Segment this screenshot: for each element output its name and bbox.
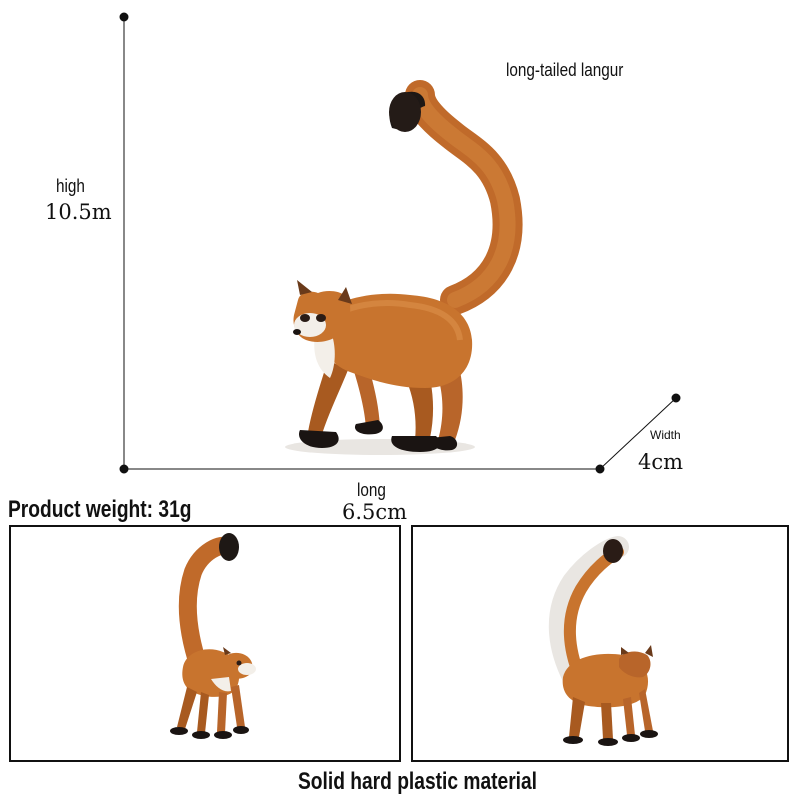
rear-view-panel xyxy=(411,525,789,762)
height-top-dot xyxy=(119,12,129,22)
height-value: 10.5m xyxy=(45,200,112,224)
width-line xyxy=(599,397,677,470)
lemur-side-view xyxy=(170,533,256,739)
height-label: high xyxy=(56,176,85,196)
lemur-rear-view xyxy=(548,536,658,746)
material-caption: Solid hard plastic material xyxy=(298,768,538,795)
length-end-dot xyxy=(595,464,605,474)
lemur-figurine-main xyxy=(285,80,523,455)
product-title: long-tailed langur xyxy=(506,60,624,80)
length-value: 6.5cm xyxy=(342,500,408,524)
product-weight: Product weight: 31g xyxy=(8,496,192,523)
side-view-panel xyxy=(9,525,401,762)
origin-dot xyxy=(119,464,129,474)
width-end-dot xyxy=(671,393,681,403)
width-label: Width xyxy=(650,428,681,442)
length-label: long xyxy=(357,480,386,500)
measurement-lines xyxy=(119,12,681,474)
width-value: 4cm xyxy=(638,450,684,474)
